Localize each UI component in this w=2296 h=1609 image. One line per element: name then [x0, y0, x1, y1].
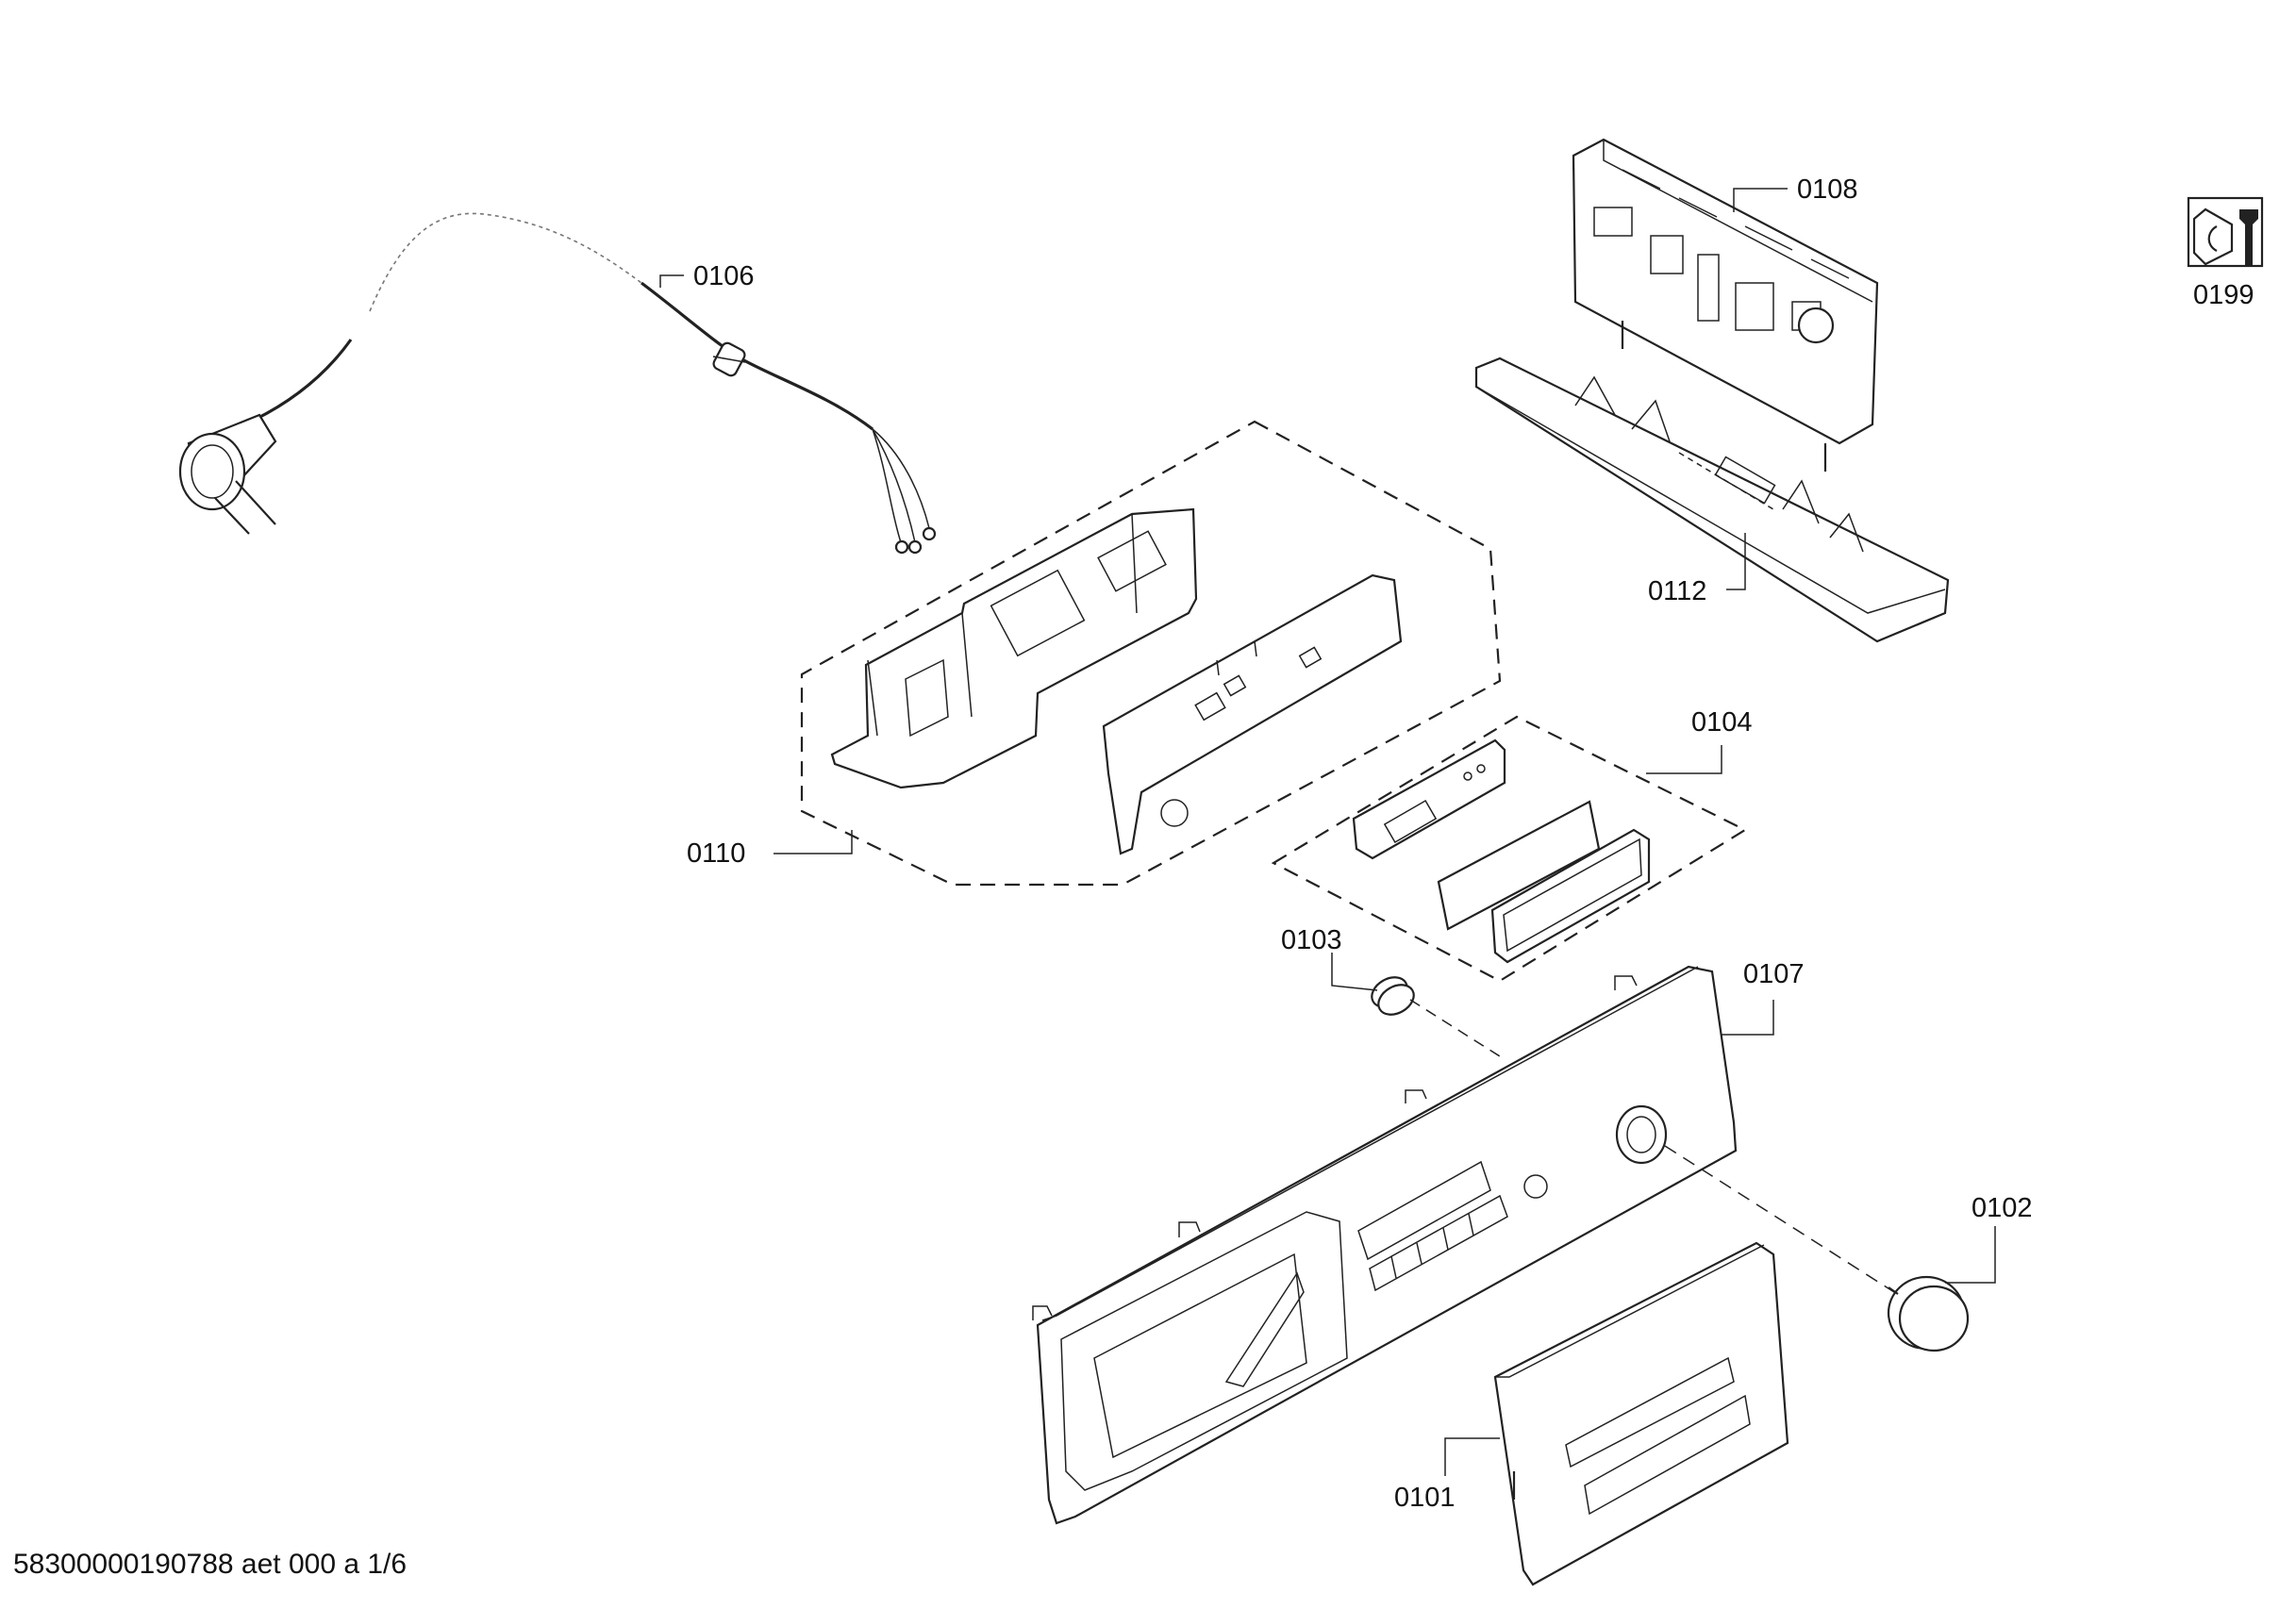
callout-0101: 0101: [1394, 1437, 1500, 1513]
document-footer: 58300000190788 aet 000 a 1/6: [13, 1549, 407, 1580]
button-part-0103[interactable]: [1367, 971, 1501, 1057]
label-0110: 0110: [687, 838, 745, 869]
label-0104: 0104: [1691, 707, 1753, 738]
callout-0112: 0112: [1648, 533, 1746, 606]
label-0112: 0112: [1648, 576, 1706, 606]
knob-part-0102[interactable]: [1887, 1275, 1970, 1352]
callout-0110: 0110: [687, 830, 853, 869]
label-0102: 0102: [1972, 1193, 2033, 1223]
callout-0107: 0107: [1722, 959, 1805, 1036]
callout-0108: 0108: [1733, 174, 1858, 212]
label-0108: 0108: [1797, 174, 1858, 205]
power-cable-part-0106[interactable]: [178, 212, 937, 555]
callout-0103: 0103: [1281, 925, 1378, 991]
callout-0106: 0106: [659, 261, 755, 291]
bracket-part-0112[interactable]: [1474, 357, 1950, 643]
callout-0102: 0102: [1945, 1193, 2033, 1284]
control-module-part-0108[interactable]: [1572, 138, 1879, 472]
front-panel-part-0107[interactable]: [1032, 965, 1895, 1525]
callout-0104: 0104: [1646, 707, 1753, 774]
service-kit-0199[interactable]: 0199: [2187, 196, 2264, 310]
label-0106: 0106: [693, 261, 755, 291]
plug-icon: [178, 413, 277, 535]
label-0103: 0103: [1281, 925, 1342, 955]
label-0199: 0199: [2193, 280, 2254, 310]
drawer-handle-part-0101[interactable]: [1493, 1241, 1789, 1586]
label-0101: 0101: [1394, 1483, 1456, 1513]
module-assembly-part-0110[interactable]: [800, 420, 1502, 887]
display-module-part-0104[interactable]: [1271, 715, 1748, 983]
label-0107: 0107: [1743, 959, 1805, 989]
